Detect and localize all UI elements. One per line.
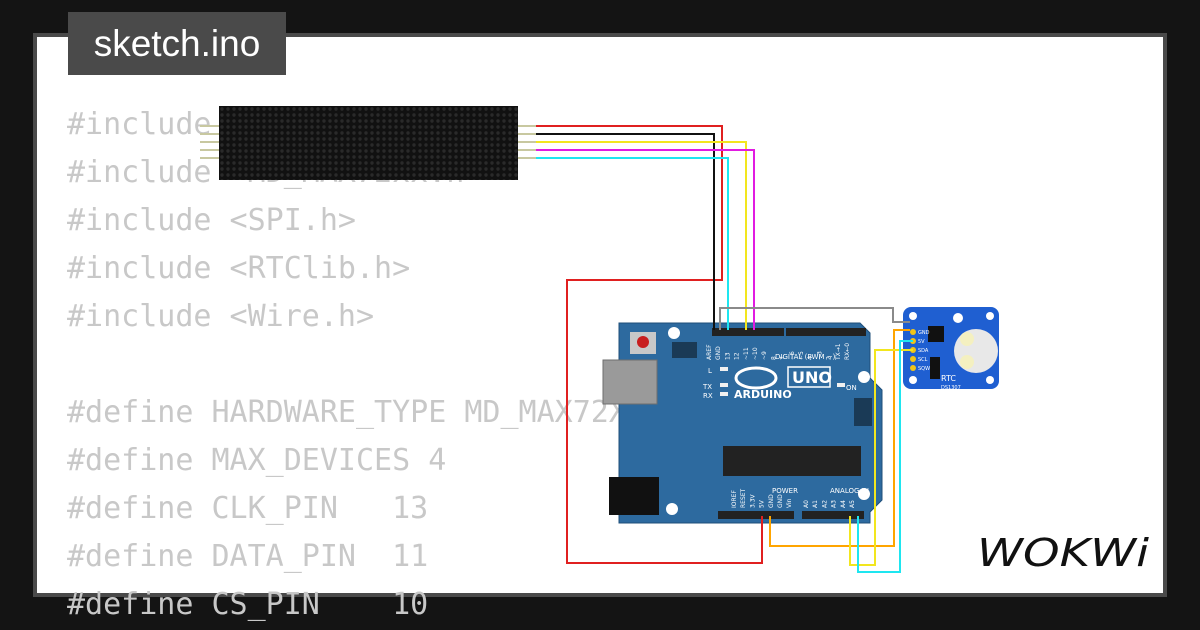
arduino-uno-board[interactable]: ARDUINO UNO DIGITAL (PWM ~) POWER ANALOG… xyxy=(602,322,883,524)
pin-label: TX→1 xyxy=(835,343,842,361)
header-power xyxy=(718,511,794,519)
pin-label: 4 xyxy=(807,356,814,360)
wokwi-logo: WOKWi xyxy=(977,531,1150,575)
matrix-dots xyxy=(219,106,518,180)
wire-yellow-sda xyxy=(849,349,913,566)
arduino-brand: ARDUINO xyxy=(734,388,792,401)
pin-label: 2 xyxy=(826,356,833,360)
code-line: #define CLK_PIN 13 xyxy=(67,491,429,526)
analog-label: ANALOG IN xyxy=(830,487,869,495)
pin-label: SQW xyxy=(918,366,930,372)
star-icon xyxy=(953,313,963,323)
digital-label: DIGITAL (PWM ~) xyxy=(775,353,836,361)
arduino-model: UNO xyxy=(792,368,832,387)
pin-label: ~10 xyxy=(752,347,759,360)
pin-label: 5V xyxy=(918,339,925,345)
pin-label: ~3 xyxy=(816,351,823,360)
wokwi-logo-text: WOKWi xyxy=(977,531,1150,575)
rtc-chip xyxy=(928,326,944,342)
pin-label: Vin xyxy=(786,498,793,508)
rtc-label: RTC xyxy=(941,374,956,383)
pin-label: AREF xyxy=(706,344,713,360)
on-label: ON xyxy=(846,384,857,392)
pin-label: 12 xyxy=(734,352,741,360)
pin-label: GND xyxy=(715,346,722,360)
code-line: #include <Wire.h> xyxy=(67,299,375,334)
arduino-logo-icon xyxy=(734,366,778,390)
wire-gray xyxy=(719,307,910,330)
led-rx-label: RX xyxy=(703,392,713,400)
wire-red xyxy=(536,125,763,564)
pin-label: A5 xyxy=(849,500,856,508)
code-line: #define MAX_DEVICES 4 xyxy=(67,443,447,478)
header-analog xyxy=(802,511,864,519)
code-line: #define CS_PIN 10 xyxy=(67,587,429,622)
wire-orange xyxy=(769,329,910,547)
pin-label: RESET xyxy=(740,488,747,508)
pin-label: GND xyxy=(918,330,930,336)
wire-black xyxy=(536,133,715,330)
code-line: #include <SPI.h> xyxy=(67,203,356,238)
pin-label: GND xyxy=(777,494,784,508)
pin-label: GND xyxy=(768,494,775,508)
led-matrix[interactable] xyxy=(200,106,536,180)
rtc-module[interactable]: RTC DS1307 GND 5V SDA SCL SQW xyxy=(903,307,999,391)
pin-label: RX←0 xyxy=(844,343,851,360)
pin-label: IOREF xyxy=(731,490,738,508)
pin-label: A0 xyxy=(803,500,810,508)
pin-label: A3 xyxy=(831,500,838,508)
code-line: #include <RTClib.h> xyxy=(67,251,411,286)
wire-magenta xyxy=(536,149,755,330)
rtc-chip-label: DS1307 xyxy=(941,385,961,391)
wire-cyan-scl xyxy=(857,340,913,573)
power-jack xyxy=(609,477,659,515)
header-top-right xyxy=(786,328,866,336)
power-label: POWER xyxy=(772,487,798,495)
pin-label: A2 xyxy=(821,500,828,508)
rtc-pin-labels: GND 5V SDA SCL SQW xyxy=(918,330,930,372)
pin-label: ~5 xyxy=(798,351,805,360)
usb-port xyxy=(602,359,658,405)
wire-cyan xyxy=(536,157,729,330)
pin-label: 8 xyxy=(770,356,777,360)
pin-label: 3.3V xyxy=(749,493,756,508)
wire-yellow xyxy=(536,141,747,330)
wires xyxy=(536,125,913,573)
pin-label: 7 xyxy=(780,356,787,360)
pin-label: A1 xyxy=(812,500,819,508)
pin-label: ~9 xyxy=(761,351,768,360)
pin-label: 5V xyxy=(759,499,766,508)
pin-label: ~6 xyxy=(789,351,796,360)
code-line: #define DATA_PIN 11 xyxy=(67,539,429,574)
file-tab[interactable]: sketch.ino xyxy=(68,12,286,75)
header-top-left xyxy=(712,328,784,336)
led-tx-label: TX xyxy=(702,383,712,391)
led-l-label: L xyxy=(708,367,712,375)
coin-cell-holder xyxy=(954,329,998,373)
pin-label: SCL xyxy=(918,357,928,363)
pin-label: A4 xyxy=(840,500,847,508)
pin-label: SDA xyxy=(918,348,929,354)
atmega-chip xyxy=(723,446,861,476)
pin-label: 13 xyxy=(724,352,731,360)
pin-label: ~11 xyxy=(743,347,750,360)
